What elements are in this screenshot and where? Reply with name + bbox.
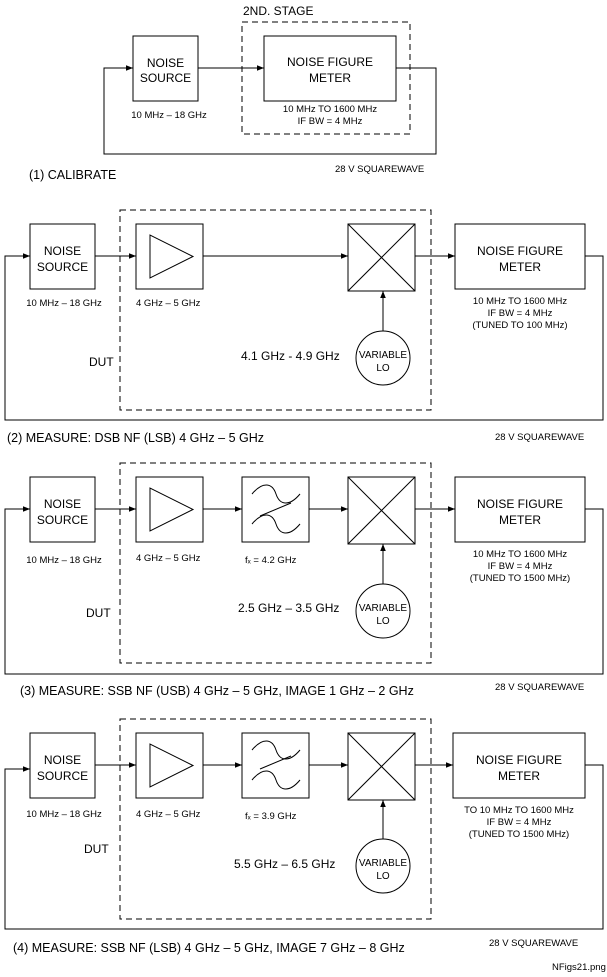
amplifier-icon [149, 743, 195, 788]
supply-label: 28 V SQUAREWAVE [495, 682, 584, 693]
dut-label: DUT [89, 355, 114, 369]
filename-label: NFigs21.png [552, 962, 606, 973]
supply-loop [4, 506, 604, 675]
noise-source-range: 10 MHz – 18 GHz [26, 298, 102, 309]
dut-boundary [119, 462, 432, 664]
lo-label-1: VARIABLE [359, 858, 407, 869]
nfm-spec-2: IF BW = 4 MHz [487, 817, 552, 828]
supply-label: 28 V SQUAREWAVE [335, 164, 424, 175]
noise-figure-meter-box [454, 476, 586, 543]
nfm-spec-3: (TUNED TO 100 MHz) [472, 320, 567, 331]
dut-label: DUT [84, 842, 109, 856]
lo-label-1: VARIABLE [359, 350, 407, 361]
noise-source-range: 10 MHz – 18 GHz [131, 110, 207, 121]
nfm-label-1: NOISE FIGURE [477, 244, 563, 258]
noise-source-label-1: NOISE [44, 497, 81, 511]
diagram-ssb-lsb: NOISE SOURCE 10 MHz – 18 GHz 4 GHz – 5 G… [4, 718, 606, 973]
dut-boundary [119, 209, 432, 411]
dut-boundary [119, 718, 432, 920]
noise-source-label-2: SOURCE [140, 71, 191, 85]
filter-icon [251, 740, 301, 760]
nfm-spec-2: IF BW = 4 MHz [488, 308, 553, 319]
nfm-spec-1: 10 MHz TO 1600 MHz [283, 104, 377, 115]
filter-box [241, 732, 310, 799]
nfm-spec-1: TO 10 MHz TO 1600 MHz [464, 805, 574, 816]
nfm-spec-1: 10 MHz TO 1600 MHz [473, 296, 567, 307]
supply-loop [103, 65, 437, 155]
dut-label: DUT [86, 606, 111, 620]
nfm-label-2: METER [498, 769, 540, 783]
amplifier-range: 4 GHz – 5 GHz [136, 809, 201, 820]
caption: (2) MEASURE: DSB NF (LSB) 4 GHz – 5 GHz [7, 431, 264, 445]
noise-source-label-1: NOISE [147, 56, 184, 70]
lo-label-1: VARIABLE [359, 603, 407, 614]
second-stage-boundary [241, 21, 411, 135]
nfm-spec-3: (TUNED TO 1500 MHz) [470, 573, 570, 584]
nfm-spec-2: IF BW = 4 MHz [488, 561, 553, 572]
caption: (3) MEASURE: SSB NF (USB) 4 GHz – 5 GHz,… [20, 684, 414, 698]
amplifier-icon [149, 234, 195, 279]
supply-label: 28 V SQUAREWAVE [495, 432, 584, 443]
noise-source-label-1: NOISE [44, 244, 81, 258]
lo-label-2: LO [376, 363, 390, 374]
nfm-label-2: METER [499, 260, 541, 274]
filter-cutoff: fₓ = 4.2 GHz [245, 555, 297, 566]
noise-source-label-2: SOURCE [37, 513, 88, 527]
stage-label: 2ND. STAGE [243, 4, 313, 18]
noise-source-box [29, 732, 96, 799]
noise-figure-meter-box [263, 35, 397, 102]
diagram-dsb: NOISE SOURCE 10 MHz – 18 GHz 4 GHz – 5 G… [4, 209, 604, 445]
lo-label-2: LO [376, 616, 390, 627]
nfm-label-2: METER [309, 71, 351, 85]
nfm-spec-2: IF BW = 4 MHz [298, 116, 363, 127]
filter-cutoff: fₓ = 3.9 GHz [245, 811, 297, 822]
amplifier-box [135, 732, 204, 799]
noise-source-label-2: SOURCE [37, 769, 88, 783]
amplifier-icon [149, 487, 195, 532]
supply-loop [4, 764, 604, 930]
nfm-spec-1: 10 MHz TO 1600 MHz [473, 549, 567, 560]
caption: (4) MEASURE: SSB NF (LSB) 4 GHz – 5 GHz,… [13, 941, 405, 955]
noise-source-range: 10 MHz – 18 GHz [26, 555, 102, 566]
amplifier-box [135, 476, 204, 543]
diagram-ssb-usb: NOISE SOURCE 10 MHz – 18 GHz 4 GHz – 5 G… [4, 462, 604, 698]
supply-label: 28 V SQUAREWAVE [489, 938, 578, 949]
noise-source-label-2: SOURCE [37, 260, 88, 274]
amplifier-box [135, 223, 204, 290]
caption: (1) CALIBRATE [29, 168, 116, 182]
noise-source-box [29, 223, 96, 290]
nfm-spec-3: (TUNED TO 1500 MHz) [469, 829, 569, 840]
lo-range: 5.5 GHz – 6.5 GHz [234, 857, 335, 871]
supply-loop [4, 253, 604, 421]
nfm-label-1: NOISE FIGURE [477, 497, 563, 511]
nfm-label-1: NOISE FIGURE [287, 55, 373, 69]
nfm-label-1: NOISE FIGURE [476, 753, 562, 767]
amplifier-range: 4 GHz – 5 GHz [136, 298, 201, 309]
noise-source-range: 10 MHz – 18 GHz [26, 809, 102, 820]
noise-source-box [132, 35, 199, 102]
lo-label-2: LO [376, 871, 390, 882]
lo-range: 2.5 GHz – 3.5 GHz [238, 601, 339, 615]
diagram-calibrate: 2ND. STAGE NOISE SOURCE 10 MHz – 18 GHz … [29, 4, 437, 182]
filter-icon [251, 484, 301, 504]
nfm-label-2: METER [499, 513, 541, 527]
noise-source-label-1: NOISE [44, 753, 81, 767]
amplifier-range: 4 GHz – 5 GHz [136, 553, 201, 564]
lo-range: 4.1 GHz - 4.9 GHz [241, 349, 340, 363]
